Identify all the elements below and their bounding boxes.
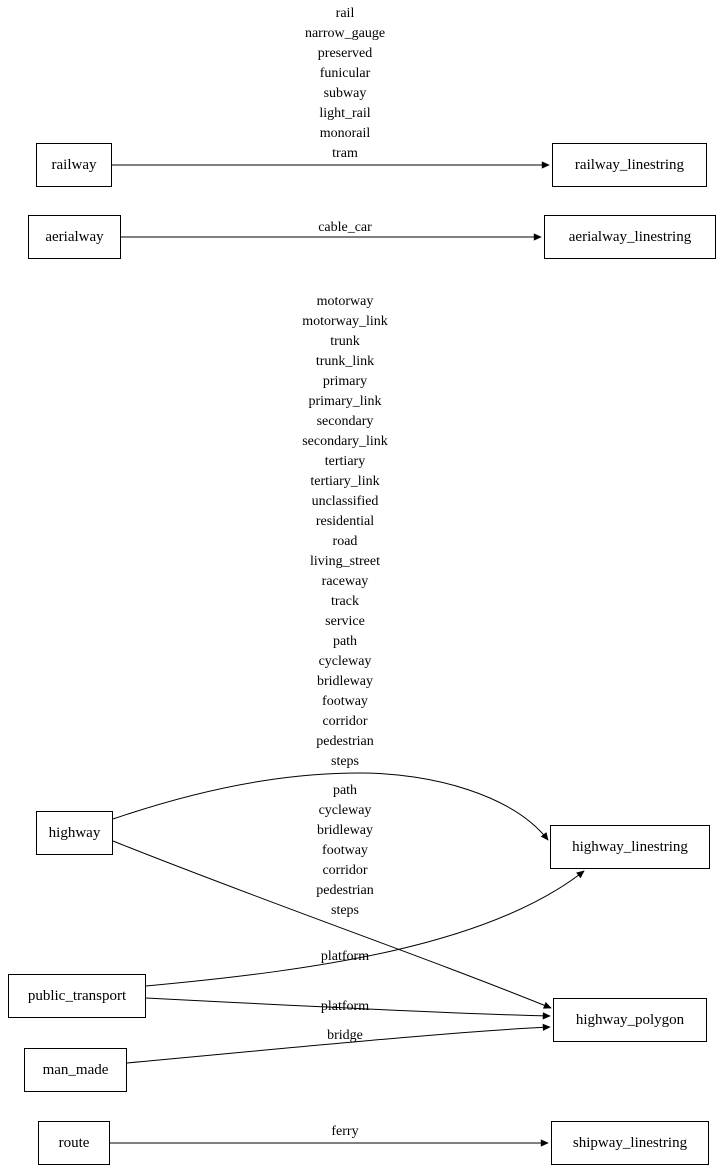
- node-railway-label: railway: [51, 156, 97, 173]
- node-shipway-linestring: shipway_linestring: [551, 1121, 709, 1165]
- node-railway: railway: [36, 143, 112, 187]
- node-route-label: route: [58, 1134, 90, 1151]
- node-highway: highway: [36, 811, 113, 855]
- node-route: route: [38, 1121, 110, 1165]
- node-man-made-label: man_made: [42, 1061, 109, 1078]
- node-highway-label: highway: [48, 824, 101, 841]
- edge-label-public-transport-platform-polygon: platform: [320, 999, 370, 1014]
- node-railway-linestring-label: railway_linestring: [574, 156, 685, 173]
- node-highway-polygon-label: highway_polygon: [575, 1011, 685, 1028]
- edge-label-man-made-bridge: bridge: [327, 1028, 363, 1043]
- edge-label-railway-values: rail narrow_gauge preserved funicular su…: [304, 6, 386, 161]
- node-public-transport: public_transport: [8, 974, 146, 1018]
- node-aerialway: aerialway: [28, 215, 121, 259]
- node-highway-linestring: highway_linestring: [550, 825, 710, 869]
- edge-highway-to-highway-linestring: [112, 772, 549, 841]
- edge-label-route-ferry: ferry: [331, 1124, 359, 1139]
- node-public-transport-label: public_transport: [27, 987, 127, 1004]
- edge-label-public-transport-platform-linestring: platform: [320, 949, 370, 964]
- node-aerialway-linestring-label: aerialway_linestring: [568, 228, 692, 245]
- node-man-made: man_made: [24, 1048, 127, 1092]
- edge-label-highway-linestring-values: motorway motorway_link trunk trunk_link …: [302, 294, 388, 769]
- node-aerialway-label: aerialway: [45, 228, 104, 245]
- node-shipway-linestring-label: shipway_linestring: [572, 1134, 688, 1151]
- edge-man-made-to-highway-polygon: [126, 1023, 551, 1064]
- edge-label-aerialway-cable-car: cable_car: [318, 220, 372, 235]
- node-highway-polygon: highway_polygon: [553, 998, 707, 1042]
- edge-public-transport-to-highway-polygon: [145, 997, 551, 1020]
- edge-label-highway-polygon-values: path cycleway bridleway footway corridor…: [316, 783, 374, 918]
- edge-highway-to-highway-polygon: [112, 840, 552, 1009]
- node-railway-linestring: railway_linestring: [552, 143, 707, 187]
- node-highway-linestring-label: highway_linestring: [572, 838, 688, 855]
- node-aerialway-linestring: aerialway_linestring: [544, 215, 716, 259]
- edge-public-transport-to-highway-linestring: [145, 870, 585, 987]
